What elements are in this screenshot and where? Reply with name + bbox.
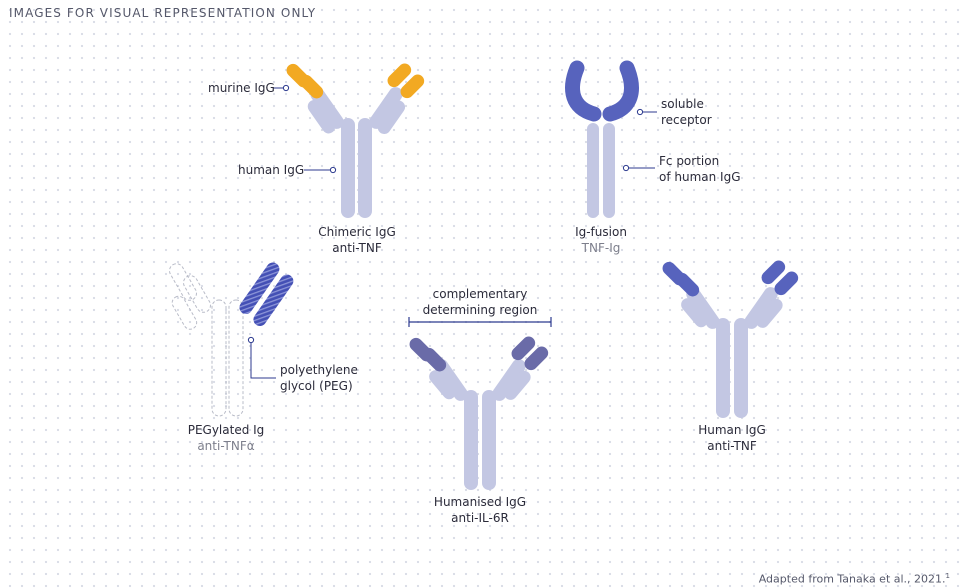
fc-chain-left xyxy=(587,123,599,218)
cdr-domain-2 xyxy=(422,347,447,372)
soluble-receptor-left xyxy=(565,60,602,122)
callout-line-peg xyxy=(247,336,276,379)
light-chain-right xyxy=(504,370,531,400)
peg-chain-1 xyxy=(239,262,280,315)
heavy-chain-right xyxy=(358,118,372,218)
chimeric-igg-figure xyxy=(273,63,425,218)
label-of-human-igg: of human IgG xyxy=(659,170,741,184)
ghost-antibody-outline xyxy=(169,263,244,417)
variable-domain-2 xyxy=(675,272,700,297)
fc-chain-right xyxy=(603,123,615,218)
cdr-domain-4 xyxy=(524,346,549,371)
callout-line-receptor xyxy=(636,108,657,116)
heavy-chain-arm-right xyxy=(492,359,526,401)
label-glycol-peg: glycol (PEG) xyxy=(280,379,353,393)
ig-fusion-target: TNF-Ig xyxy=(581,241,621,255)
heavy-chain-arm-left xyxy=(686,287,720,329)
variable-domain-3 xyxy=(761,260,786,285)
label-determining-region: determining region xyxy=(422,303,538,317)
ig-fusion-name: Ig-fusion xyxy=(575,225,627,239)
murine-domain-4 xyxy=(400,74,425,99)
label-receptor: receptor xyxy=(661,113,712,127)
heavy-chain-arm-right xyxy=(744,287,778,329)
heavy-chain-right xyxy=(482,390,496,490)
human-igg-target: anti-TNF xyxy=(707,439,757,453)
heavy-chain-arm-right xyxy=(369,87,403,129)
light-chain-left xyxy=(307,99,336,134)
label-fc-portion: Fc portion xyxy=(659,154,720,168)
variable-domain-4 xyxy=(774,271,799,296)
light-chain-left xyxy=(429,370,456,400)
cdr-domain-3 xyxy=(511,336,536,361)
label-murine-igg: murine IgG xyxy=(208,81,275,95)
chimeric-igg-name: Chimeric IgG xyxy=(318,225,396,239)
label-complementary: complementary xyxy=(432,287,528,301)
human-igg-name: Human IgG xyxy=(698,423,766,437)
pegylated-ig-target: anti-TNFα xyxy=(197,439,255,453)
ig-fusion-figure xyxy=(565,60,657,218)
label-human-igg: human IgG xyxy=(238,163,305,177)
peg-chain-2 xyxy=(253,274,294,327)
label-polyethylene: polyethylene xyxy=(280,363,358,377)
humanised-igg-target: anti-IL-6R xyxy=(451,511,509,525)
source-reference: 1 xyxy=(945,572,950,580)
label-soluble: soluble xyxy=(661,97,704,111)
callout-line-murine xyxy=(273,84,290,92)
heavy-chain-right xyxy=(734,318,748,418)
chimeric-igg-target: anti-TNF xyxy=(332,241,382,255)
callout-line-human xyxy=(304,166,337,174)
murine-domain-2 xyxy=(299,74,324,99)
light-chain-right xyxy=(756,298,783,328)
disclaimer-text: IMAGES FOR VISUAL REPRESENTATION ONLY xyxy=(9,6,317,20)
heavy-chain-left xyxy=(341,118,355,218)
human-igg-figure xyxy=(662,260,799,418)
light-chain-left xyxy=(681,298,708,328)
heavy-chain-left xyxy=(464,390,478,490)
source-citation: Adapted from Tanaka et al., 2021.1 xyxy=(759,568,950,588)
humanised-igg-figure xyxy=(408,317,552,490)
soluble-receptor-right xyxy=(602,60,639,122)
heavy-chain-left xyxy=(716,318,730,418)
humanised-igg-name: Humanised IgG xyxy=(433,495,527,509)
light-chain-right xyxy=(377,100,406,135)
cdr-bracket xyxy=(408,317,552,327)
pegylated-ig-name: PEGylated Ig xyxy=(187,423,265,437)
source-text: Adapted from Tanaka et al., 2021. xyxy=(758,572,946,586)
pegylated-ig-figure xyxy=(169,262,294,417)
callout-line-fc xyxy=(622,164,655,172)
murine-domain-3 xyxy=(387,63,412,88)
